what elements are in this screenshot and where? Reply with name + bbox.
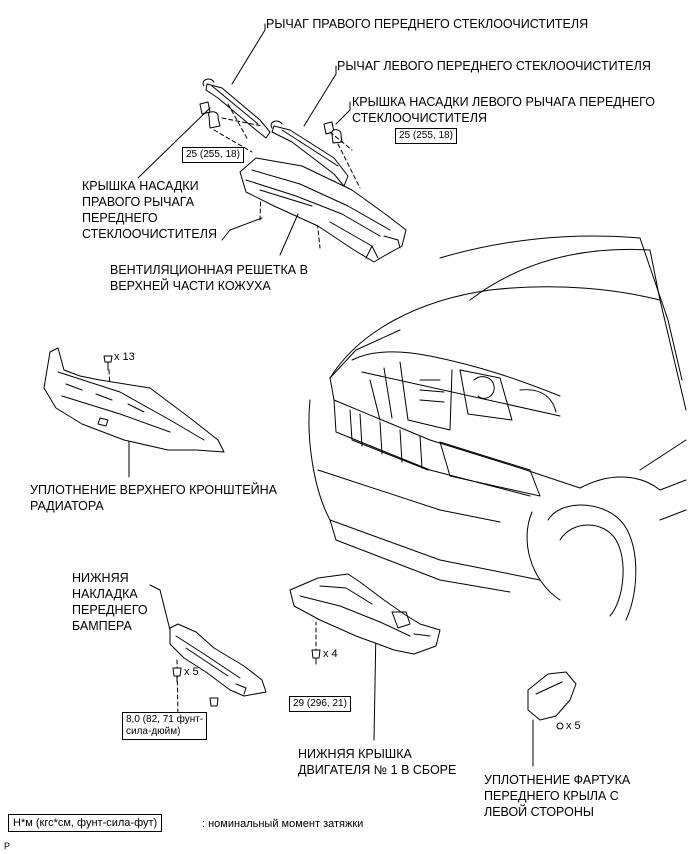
label-right-arm-cap: КРЫШКА НАСАДКИ ПРАВОГО РЫЧАГА ПЕРЕДНЕГО …: [82, 179, 217, 241]
label-radiator-seal: УПЛОТНЕНИЕ ВЕРХНЕГО КРОНШТЕЙНА РАДИАТОРА: [30, 483, 277, 513]
bumper-bolts: [172, 667, 219, 707]
torque-under-cover-bolt: 29 (296, 21): [289, 696, 351, 712]
engine-under-cover-drawing: [289, 573, 441, 655]
radiator-clip-bolt: [103, 355, 113, 371]
torque-bumper-bolt: 8,0 (82, 71 фунт- сила-дюйм): [122, 712, 208, 740]
label-engine-under-cover: НИЖНЯЯ КРЫШКА ДВИГАТЕЛЯ № 1 В СБОРЕ: [298, 747, 457, 777]
label-right-wiper-arm: РЫЧАГ ПРАВОГО ПЕРЕДНЕГО СТЕКЛООЧИСТИТЕЛЯ: [266, 17, 589, 31]
right-wiper-arm-drawing: [202, 78, 271, 139]
vehicle-front-drawing: [308, 235, 687, 621]
label-fender-apron-seal: УПЛОТНЕНИЕ ФАРТУКА ПЕРЕДНЕГО КРЫЛА С ЛЕВ…: [484, 773, 631, 819]
label-left-wiper-arm: РЫЧАГ ЛЕВОГО ПЕРЕДНЕГО СТЕКЛООЧИСТИТЕЛЯ: [337, 59, 651, 73]
corner-mark: P: [4, 841, 11, 851]
count-radiator-clips: x 13: [114, 351, 135, 363]
label-cowl-louver: ВЕНТИЛЯЦИОННАЯ РЕШЕТКА В ВЕРХНЕЙ ЧАСТИ К…: [110, 263, 308, 293]
legend-torque-units: Н*м (кгс*см, фунт-сила-фут): [8, 814, 163, 832]
label-lower-bumper-trim: НИЖНЯЯ НАКЛАДКА ПЕРЕДНЕГО БАМПЕРА: [72, 571, 148, 633]
wiper-caps-and-nuts: [199, 101, 343, 144]
radiator-support-seal-drawing: [43, 347, 225, 453]
leader-lines: [128, 23, 534, 767]
under-cover-bolt: [311, 649, 321, 665]
count-under-cover-bolts: x 4: [323, 648, 338, 660]
label-left-arm-cap: КРЫШКА НАСАДКИ ЛЕВОГО РЫЧАГА ПЕРЕДНЕГО С…: [352, 95, 655, 125]
torque-right-arm-nut: 25 (255, 18): [182, 147, 244, 163]
lower-bumper-trim-drawing: [169, 623, 267, 697]
cowl-louver-drawing: [239, 157, 407, 263]
legend-torque-meaning: : номинальный момент затяжки: [202, 818, 364, 830]
torque-left-arm-nut: 25 (255, 18): [395, 128, 457, 144]
count-bumper-bolts: x 5: [184, 666, 199, 678]
count-apron-clips: x 5: [566, 720, 581, 732]
fender-apron-seal-drawing: [527, 671, 577, 730]
